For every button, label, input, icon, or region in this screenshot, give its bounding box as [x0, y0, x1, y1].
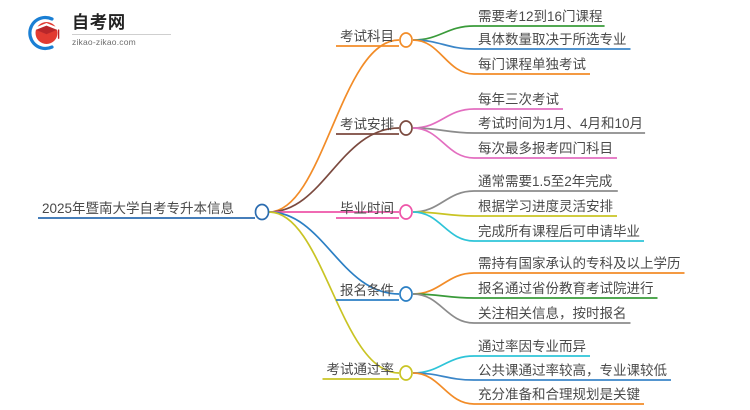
branch-node-circle-2[interactable]: [399, 204, 413, 220]
logo-title: 自考网: [72, 13, 126, 32]
leaf-label[interactable]: 根据学习进度灵活安排: [478, 199, 613, 214]
branch-label-0[interactable]: 考试科目: [340, 29, 394, 44]
labels-layer: 2025年暨南大学自考专升本信息 考试科目 需要考12到16门课程具体数量取决于所选…: [42, 9, 681, 402]
leaf-label[interactable]: 完成所有课程后可申请毕业: [478, 224, 640, 239]
leaf-edge: [412, 355, 475, 374]
branch-node-circle-3[interactable]: [399, 286, 413, 302]
branch-label-4[interactable]: 考试通过率: [327, 361, 395, 377]
leaf-edge: [412, 127, 475, 159]
branch-node-circle-4[interactable]: [399, 365, 413, 381]
underlines-layer: [38, 25, 685, 405]
site-logo: 自考网 zikao-zikao.com: [22, 10, 172, 56]
leaf-label[interactable]: 充分准备和合理规划是关键: [478, 386, 640, 402]
branch-node-circle-1[interactable]: [399, 120, 413, 136]
leaf-label[interactable]: 考试时间为1月、4月和10月: [478, 116, 643, 131]
leaf-edge: [412, 372, 475, 405]
logo-divider: [72, 34, 171, 35]
branch-edge: [268, 127, 400, 213]
leaf-label[interactable]: 通常需要1.5至2年完成: [478, 174, 612, 189]
edges-layer: [268, 25, 475, 405]
leaf-edge: [412, 190, 475, 213]
leaf-edge: [412, 108, 475, 129]
leaf-label[interactable]: 公共课通过率较高，专业课较低: [478, 362, 667, 378]
leaf-label[interactable]: 需要考12到16门课程: [478, 9, 603, 24]
logo-subtitle: zikao-zikao.com: [72, 37, 136, 47]
logo-text: 自考网 zikao-zikao.com: [72, 13, 172, 48]
branch-label-3[interactable]: 报名条件: [340, 282, 394, 298]
leaf-label[interactable]: 每门课程单独考试: [478, 57, 586, 72]
leaf-edge: [412, 211, 475, 242]
leaf-edge: [412, 272, 475, 295]
branch-edge: [268, 211, 400, 374]
branch-edge: [268, 211, 400, 295]
leaf-label[interactable]: 报名通过省份教育考试院进行: [478, 281, 654, 296]
branch-edge: [268, 39, 400, 213]
branch-node-circle-0[interactable]: [399, 32, 413, 48]
branch-label-2[interactable]: 毕业时间: [340, 201, 394, 216]
leaf-label[interactable]: 关注相关信息，按时报名: [478, 305, 627, 321]
leaf-label[interactable]: 需持有国家承认的专科及以上学历: [478, 255, 681, 271]
leaf-edge: [412, 39, 475, 75]
root-node-circle[interactable]: [254, 203, 270, 221]
leaf-label[interactable]: 每年三次考试: [478, 92, 559, 107]
nodes-layer: [254, 32, 413, 381]
root-node-label[interactable]: 2025年暨南大学自考专升本信息: [42, 200, 234, 216]
leaf-edge: [412, 293, 475, 324]
leaf-label[interactable]: 通过率因专业而异: [478, 338, 586, 354]
leaf-label[interactable]: 具体数量取决于所选专业: [478, 32, 627, 47]
graduation-cap-icon: [28, 15, 60, 51]
leaf-edge: [412, 25, 475, 41]
branch-label-1[interactable]: 考试安排: [340, 117, 394, 132]
leaf-label[interactable]: 每次最多报考四门科目: [478, 140, 613, 156]
